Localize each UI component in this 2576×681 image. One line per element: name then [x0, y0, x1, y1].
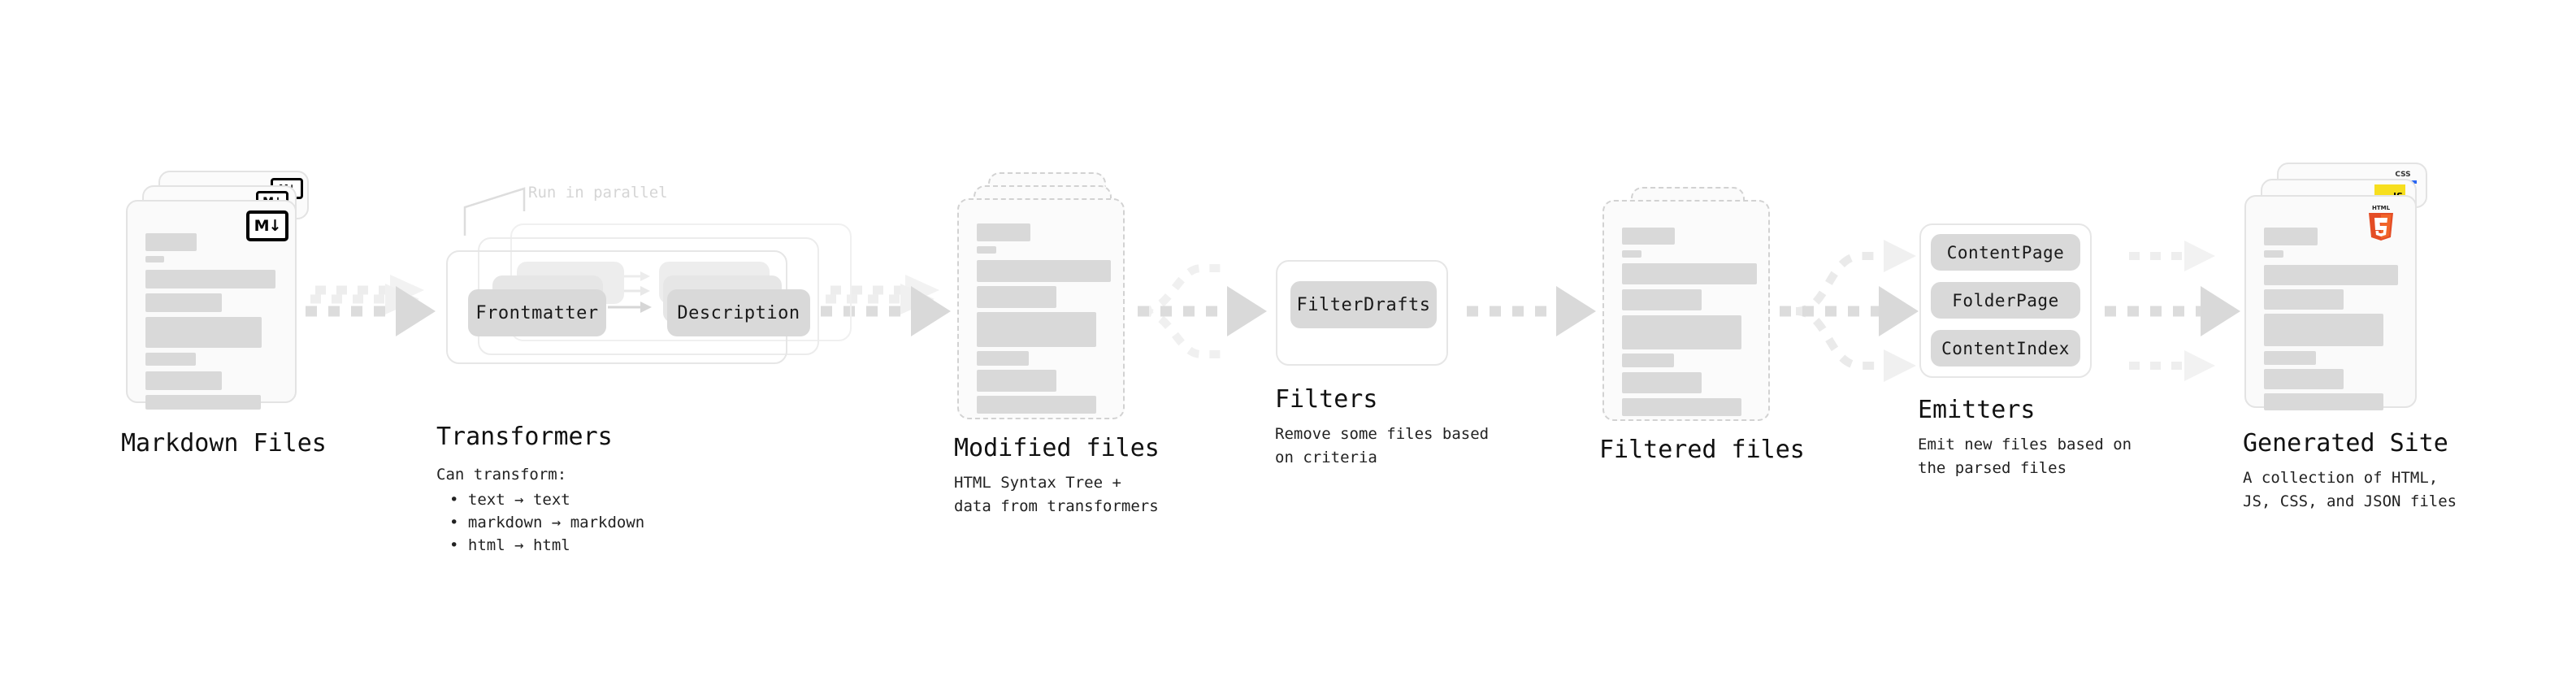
skeleton-line: [977, 246, 996, 254]
skeleton-line: [1622, 250, 1641, 258]
emitter-chip-contentpage[interactable]: ContentPage: [1931, 234, 2080, 271]
stage-title-generated-site: Generated Site: [2243, 429, 2448, 458]
skeleton-line: [2264, 265, 2398, 285]
markdown-sheet-front[interactable]: [126, 200, 297, 410]
transformers-caption: Can transform:: [436, 466, 567, 484]
skeleton-line: [977, 396, 1096, 414]
skeleton-line: [145, 395, 261, 410]
emitters-box[interactable]: [1919, 223, 2092, 378]
transformers-bullet-2: • html → html: [449, 536, 570, 554]
transformer-chip-frontmatter[interactable]: Frontmatter: [468, 289, 606, 336]
transformer-chip-description[interactable]: Description: [667, 289, 810, 336]
skeleton-line: [977, 312, 1096, 347]
css-icon-label: CSS: [2395, 171, 2411, 179]
connector-modified-to-filters: [1138, 264, 1267, 358]
stage-markdown-files: M↓ M↓ M↓ Markdown Files: [121, 171, 327, 458]
skeleton-line: [1622, 289, 1702, 310]
skeleton-line: [2264, 393, 2383, 410]
generated-sheet-front[interactable]: [2244, 195, 2417, 410]
skeleton-line: [2264, 351, 2316, 365]
stage-modified-files: Modified files HTML Syntax Tree + data f…: [954, 172, 1160, 515]
transformers-bullet-1: • markdown → markdown: [449, 514, 645, 531]
skeleton-line: [145, 317, 262, 348]
modified-file-stack: [957, 172, 1144, 419]
stage-title-modified-files: Modified files: [954, 434, 1160, 462]
skeleton-line: [145, 353, 196, 366]
skeleton-line: [145, 371, 222, 390]
svg-text:HTML: HTML: [2372, 205, 2391, 211]
filters-box[interactable]: [1276, 260, 1448, 366]
transformers-bullet-0: • text → text: [449, 491, 570, 509]
connector-markdown-to-transformers: [306, 275, 436, 336]
skeleton-line: [977, 286, 1056, 308]
emitter-chip-contentindex[interactable]: ContentIndex: [1931, 330, 2080, 367]
stage-filtered-files: Filtered files: [1599, 187, 1805, 464]
generated-site-caption: A collection of HTML, JS, CSS, and JSON …: [2243, 469, 2457, 510]
filtered-sheet-front[interactable]: [1602, 200, 1770, 421]
skeleton-line: [145, 256, 164, 262]
skeleton-line: [977, 223, 1030, 241]
generated-site-stack: CSS JS HTML: [2244, 163, 2439, 414]
emitters-caption: Emit new files based on the parsed files: [1918, 436, 2132, 477]
skeleton-line: [1622, 315, 1741, 349]
skeleton-line: [1622, 372, 1702, 393]
skeleton-line: [2264, 369, 2344, 389]
skeleton-line: [145, 270, 275, 288]
modified-sheet-front[interactable]: [957, 198, 1125, 419]
skeleton-line: [1622, 398, 1741, 416]
stage-title-transformers: Transformers: [436, 423, 613, 451]
modified-files-caption: HTML Syntax Tree + data from transformer…: [954, 474, 1159, 515]
connector-emitters-to-generated: [2105, 241, 2240, 381]
stage-generated-site: CSS JS HTML: [2243, 163, 2457, 510]
markdown-file-stack: M↓ M↓ M↓: [126, 171, 313, 414]
skeleton-line: [2264, 250, 2283, 258]
skeleton-line: [977, 260, 1111, 282]
stage-title-filters: Filters: [1275, 385, 1378, 414]
skeleton-line: [1622, 354, 1674, 367]
stage-title-filtered-files: Filtered files: [1599, 436, 1805, 464]
html5-icon: HTML: [2365, 203, 2397, 241]
skeleton-line: [145, 293, 222, 312]
connector-filters-to-filtered: [1467, 286, 1596, 336]
run-in-parallel-label: Run in parallel: [528, 184, 668, 202]
stage-title-emitters: Emitters: [1918, 396, 2036, 424]
skeleton-line: [977, 351, 1029, 366]
skeleton-line: [2264, 314, 2383, 346]
filtered-file-stack: [1602, 187, 1789, 431]
markdown-icon: M↓: [246, 210, 288, 241]
filters-caption: Remove some files based on criteria: [1275, 425, 1490, 466]
skeleton-line: [1622, 228, 1675, 245]
skeleton-line: [2264, 289, 2344, 310]
skeleton-line: [145, 233, 197, 251]
emitter-chip-folderpage[interactable]: FolderPage: [1931, 282, 2080, 319]
filter-chip-filterdrafts[interactable]: FilterDrafts: [1290, 281, 1437, 328]
skeleton-line: [1622, 263, 1757, 284]
html5-icon-svg: HTML: [2369, 205, 2393, 241]
stage-title-markdown-files: Markdown Files: [121, 429, 327, 458]
skeleton-line: [2264, 228, 2318, 245]
connector-filtered-to-emitters: [1780, 240, 1919, 382]
skeleton-line: [977, 370, 1056, 392]
